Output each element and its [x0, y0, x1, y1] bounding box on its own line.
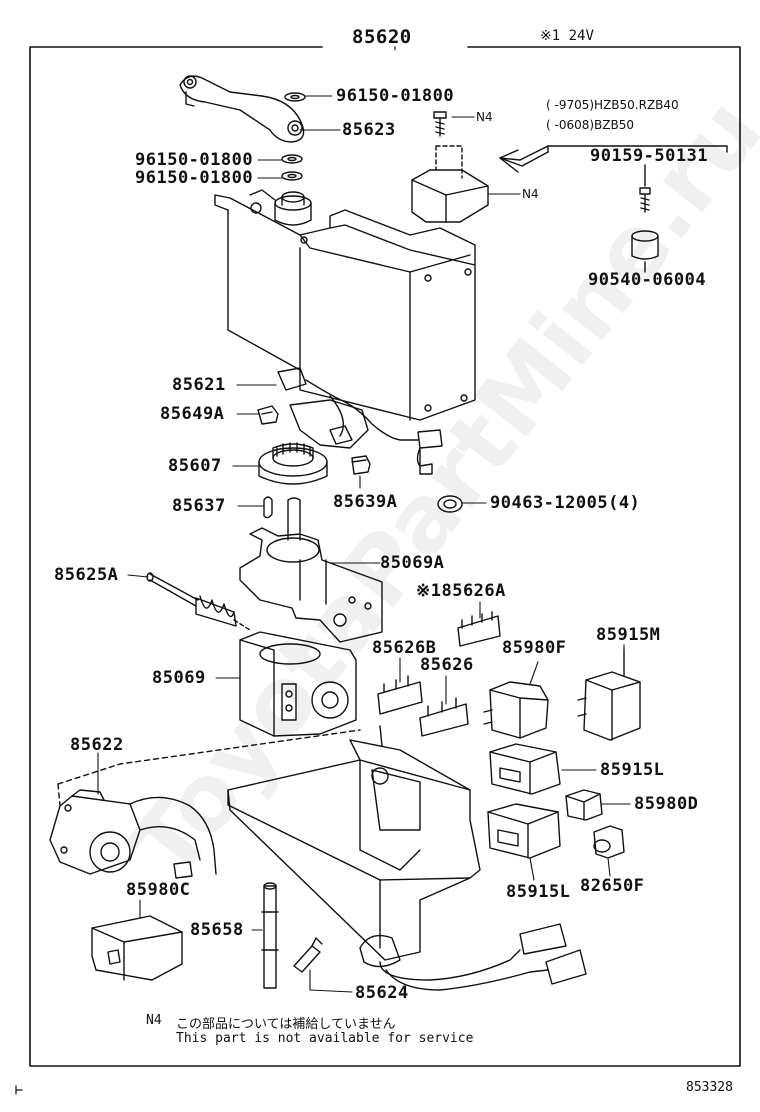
footnote-japanese: この部品については補給していません: [176, 1017, 396, 1032]
cover-n4: [411, 169, 489, 223]
label-85621: 85621: [172, 375, 226, 395]
label-n4-screw: N4: [476, 110, 493, 124]
relay-85915l-upper: [489, 743, 561, 795]
label-85626: 85626: [420, 655, 474, 675]
label-85623: 85623: [342, 120, 396, 140]
washer-96150-a: [284, 92, 306, 102]
label-85658: 85658: [190, 920, 244, 940]
label-90159-50131: 90159-50131: [590, 146, 709, 166]
label-82650f: 82650F: [580, 876, 645, 896]
label-85624: 85624: [355, 983, 409, 1003]
label-96150-01800-c: 96150-01800: [135, 168, 254, 188]
label-85915m: 85915M: [596, 625, 661, 645]
label-85980d: 85980D: [634, 794, 699, 814]
gear-85607: [258, 442, 328, 485]
drawing-number: 853328: [686, 1080, 733, 1095]
collar-90540-06004: [631, 230, 659, 273]
clamp-90463-12005: [437, 495, 463, 513]
voltage-note: ※1 24V: [540, 28, 594, 44]
variant-line-1: ( -9705)HZB50.RZB40: [546, 98, 679, 112]
motor-85622: [49, 789, 217, 879]
assembly-number: 85620: [352, 26, 412, 48]
connector-85626: [419, 697, 469, 737]
relay-85915m: [577, 649, 641, 741]
label-85625a: 85625A: [54, 565, 119, 585]
assembly-frame: [29, 46, 741, 1067]
gear-housing-85069: [239, 631, 357, 737]
footnote-english: This part is not available for service: [176, 1031, 474, 1046]
label-85626b: 85626B: [372, 638, 437, 658]
label-90463-12005: 90463-12005(4): [490, 493, 641, 513]
leader-lines: [97, 46, 631, 993]
control-box-housing: [214, 189, 476, 421]
block-85639a: [351, 455, 371, 475]
label-85622: 85622: [70, 735, 124, 755]
screw-90159-50131: [639, 164, 651, 213]
variant-line-2: ( -0608)BZB50: [546, 118, 635, 132]
label-85980c: 85980C: [126, 880, 191, 900]
label-90540-06004: 90540-06004: [588, 270, 707, 290]
relay-85980f: [483, 681, 549, 739]
mounting-base-bracket: [227, 725, 481, 961]
variant-bracket: [547, 145, 728, 153]
lower-harness: [359, 923, 587, 991]
harness-85621: [277, 367, 443, 475]
footnote-code: N4: [146, 1013, 162, 1028]
bracket-85069a: [239, 527, 383, 643]
label-n4-cover: N4: [522, 187, 539, 201]
label-96150-01800-b: 96150-01800: [135, 150, 254, 170]
clip-85649a: [257, 405, 279, 425]
washer-96150-b: [281, 154, 303, 164]
label-85915l-lower: 85915L: [506, 882, 571, 902]
label-96150-01800-a: 96150-01800: [336, 86, 455, 106]
label-85069: 85069: [152, 668, 206, 688]
corner-mark: [15, 1085, 23, 1095]
worm-85625a: [146, 572, 237, 627]
rod-85658: [261, 882, 279, 989]
relay-85980d: [565, 789, 603, 821]
label-85649a: 85649A: [160, 404, 225, 424]
label-85069a: 85069A: [380, 553, 445, 573]
label-85607: 85607: [168, 456, 222, 476]
lever-85623: [179, 75, 305, 143]
label-85637: 85637: [172, 496, 226, 516]
label-85626a: ※185626A: [416, 581, 506, 601]
label-85980f: 85980F: [502, 638, 567, 658]
connector-85626b: [377, 675, 423, 715]
screw-n4: [433, 111, 447, 137]
label-85915l-upper: 85915L: [600, 760, 665, 780]
connector-85626a: [457, 611, 501, 647]
relay-85915l-lower: [487, 803, 561, 859]
buzzer-82650f: [593, 825, 625, 859]
label-85639a: 85639A: [333, 492, 398, 512]
pin-85624: [293, 937, 323, 973]
module-85980c: [91, 915, 183, 981]
washer-96150-c: [281, 171, 303, 181]
pin-85637: [263, 496, 273, 519]
